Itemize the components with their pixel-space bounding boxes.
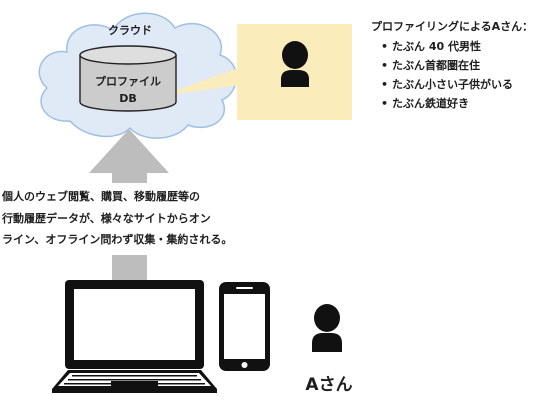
arrow-up-icon: [89, 129, 169, 281]
person-label: Aさん: [305, 375, 353, 395]
database-label: プロファイル DB: [78, 73, 178, 107]
profile-list: たぶん 40 代男性 たぶん首都圏在住 たぶん小さい子供がいる たぶん鉄道好き: [371, 37, 557, 113]
list-item: たぶん鉄道好き: [381, 94, 557, 113]
database-label-line1: プロファイル: [95, 75, 161, 88]
description-line: 個人のウェブ閲覧、購買、移動履歴等の: [2, 190, 200, 203]
person-icon: [312, 304, 342, 352]
description-text: 個人のウェブ閲覧、購買、移動履歴等の 行動履歴データが、様々なサイトからオン ラ…: [2, 186, 302, 251]
list-item: たぶん小さい子供がいる: [381, 75, 557, 94]
database-label-line2: DB: [119, 92, 137, 105]
profile-title: プロファイリングによるAさん：: [371, 20, 534, 33]
list-item: たぶん首都圏在住: [381, 56, 557, 75]
person-icon: [281, 41, 309, 87]
profile-summary: プロファイリングによるAさん： たぶん 40 代男性 たぶん首都圏在住 たぶん小…: [371, 18, 557, 113]
cloud-label: クラウド: [108, 24, 152, 37]
database-cylinder-icon: [79, 45, 177, 112]
list-item: たぶん 40 代男性: [381, 37, 557, 56]
laptop-icon: [52, 280, 217, 393]
description-line: 行動履歴データが、様々なサイトからオン: [2, 211, 211, 225]
smartphone-icon: [219, 282, 270, 371]
description-line: ライン、オフライン問わず収集・集約される。: [2, 233, 233, 246]
